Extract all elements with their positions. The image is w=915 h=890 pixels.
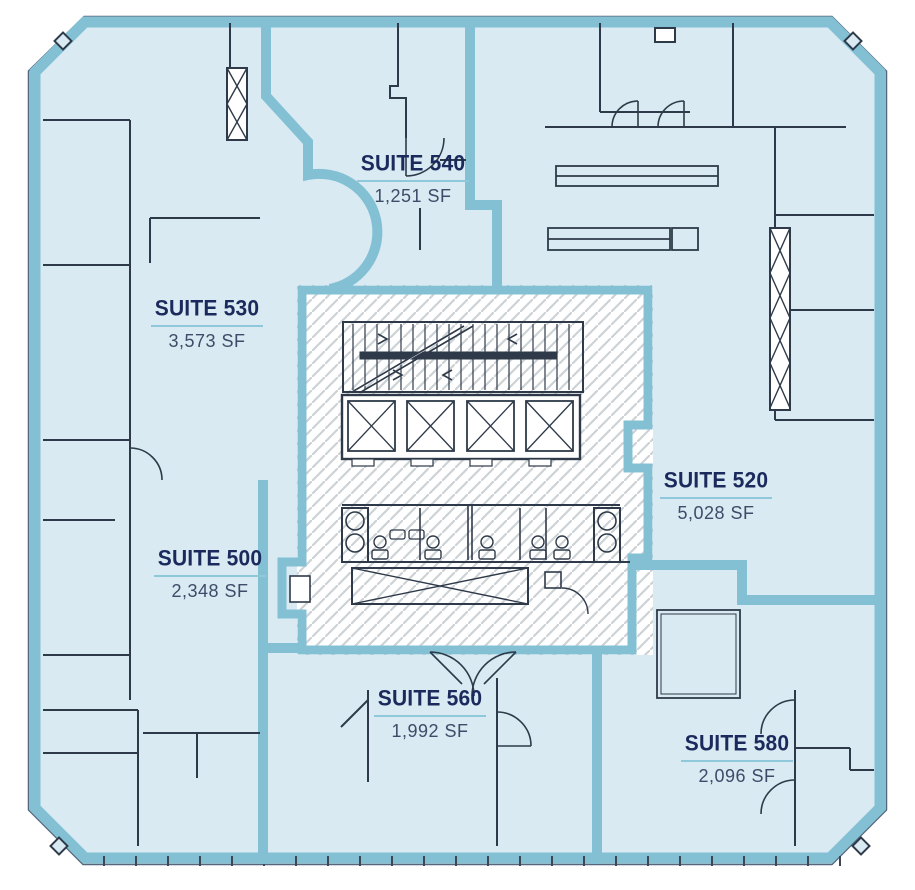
toilet-pair-fixture <box>341 507 369 563</box>
column <box>654 27 676 43</box>
elevator-sill <box>351 458 375 467</box>
private-office <box>656 609 741 699</box>
elevator-sill <box>410 458 434 467</box>
stair-direction-arrow <box>377 333 518 381</box>
building-core <box>297 285 653 655</box>
toilet-pair-fixture <box>593 507 621 563</box>
cabinet <box>671 227 699 251</box>
corner-column <box>53 31 73 51</box>
core-outline <box>277 285 653 655</box>
mechanical-shaft <box>289 567 589 615</box>
suite-boundaries <box>258 17 880 864</box>
private-office-inner <box>660 613 737 695</box>
door-swings <box>129 100 796 815</box>
core-hatch <box>297 285 653 655</box>
stairwell <box>342 321 584 393</box>
sink-icon <box>389 529 425 540</box>
elevator-sill <box>469 458 493 467</box>
corner-column <box>49 836 69 856</box>
stair-landing-rail <box>359 351 557 360</box>
divider-530-540 <box>261 17 383 293</box>
column-shaft <box>226 67 248 141</box>
elevator-sill <box>528 458 552 467</box>
column-shafts <box>226 27 791 411</box>
column-shaft <box>769 227 791 411</box>
core-access-box <box>289 575 311 603</box>
toilet-icon <box>371 535 571 560</box>
corner-column <box>843 31 863 51</box>
restrooms <box>341 504 630 563</box>
corner-column <box>851 836 871 856</box>
corner-columns <box>49 31 871 856</box>
divider-520-580 <box>632 560 880 605</box>
divider-540-520 <box>465 17 502 290</box>
furniture <box>547 165 741 699</box>
elevator-bank <box>340 393 582 467</box>
janitor-sink <box>544 571 562 589</box>
